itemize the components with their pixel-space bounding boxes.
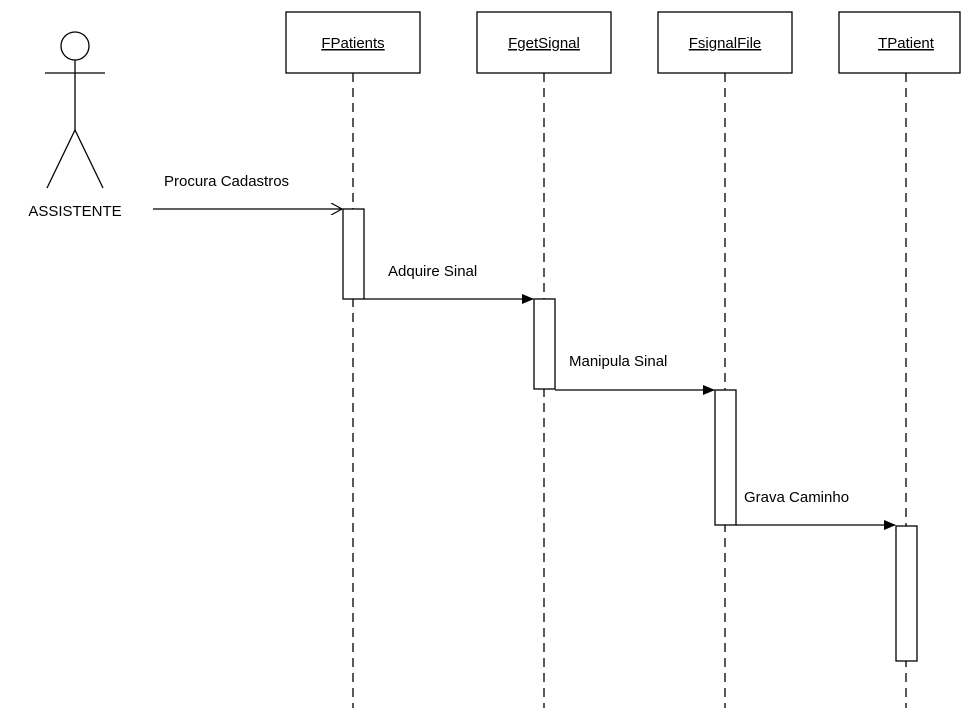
object-tpatient-label: TPatient <box>878 35 935 52</box>
object-fgetsignal: FgetSignal <box>476 11 612 74</box>
object-fpatients: FPatients <box>285 11 421 74</box>
object-fsignalfile-label: FsignalFile <box>689 35 762 52</box>
object-fpatients-label: FPatients <box>321 35 384 52</box>
object-fsignalfile: FsignalFile <box>657 11 793 74</box>
actor-label: ASSISTENTE <box>28 203 121 220</box>
activation-bar-fsignalfile <box>714 389 737 526</box>
message-label-grava-caminho: Grava Caminho <box>744 489 849 506</box>
object-tpatient: TPatient <box>838 11 961 74</box>
actor-stick-figure-icon <box>45 31 105 189</box>
message-label-adquire-sinal: Adquire Sinal <box>388 263 477 280</box>
message-label-manipula-sinal: Manipula Sinal <box>569 353 667 370</box>
message-label-procura-cadastros: Procura Cadastros <box>164 173 289 190</box>
activation-bar-fpatients <box>342 208 365 300</box>
activation-bar-tpatient <box>895 525 918 662</box>
activation-bar-fgetsignal <box>533 298 556 390</box>
object-fgetsignal-label: FgetSignal <box>508 35 580 52</box>
